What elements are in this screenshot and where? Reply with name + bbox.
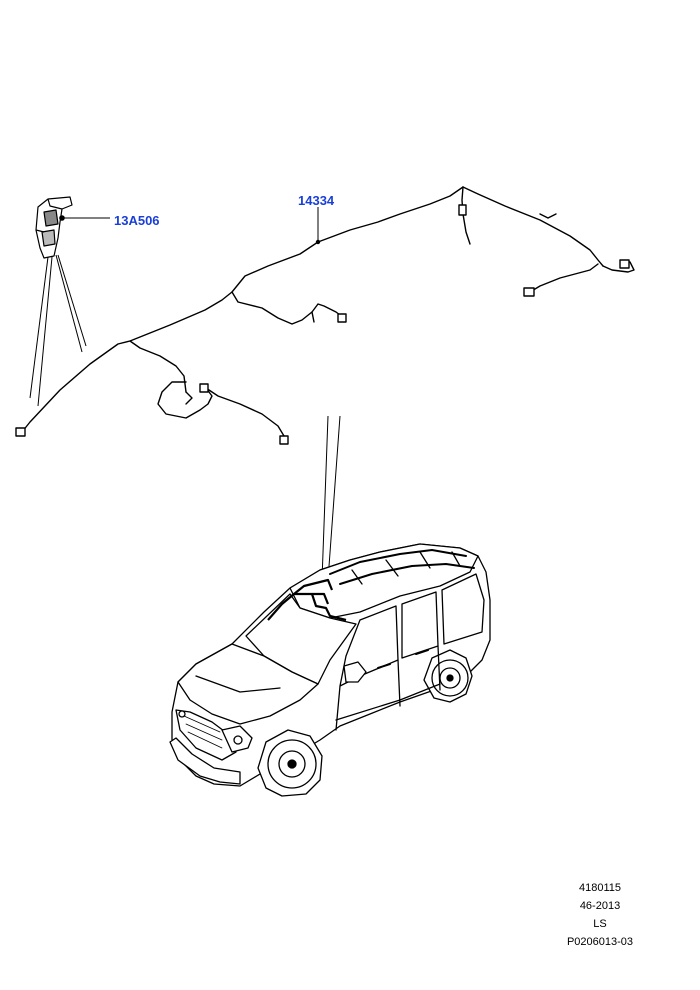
reference-line-date: 46-2013	[579, 900, 621, 912]
wiring-harness	[15, 186, 635, 445]
reference-line-part-number: 4180115	[578, 882, 621, 894]
leader-dot-harness	[315, 239, 321, 245]
vehicle-illustration	[169, 543, 491, 797]
reference-line-code: LS	[593, 918, 607, 930]
callout-label-clip: 13A506	[114, 213, 160, 228]
clip-part-illustration	[35, 196, 73, 259]
vehicle-harness-route	[267, 578, 347, 622]
clip-pointer-lines	[29, 254, 87, 407]
reference-line-drawing-id: P0206013-03	[566, 936, 634, 948]
reference-block: 4180115 46-2013 LS P0206013-03	[540, 879, 660, 951]
vehicle-pointer-lines	[321, 415, 341, 581]
callout-label-harness: 14334	[298, 193, 335, 208]
